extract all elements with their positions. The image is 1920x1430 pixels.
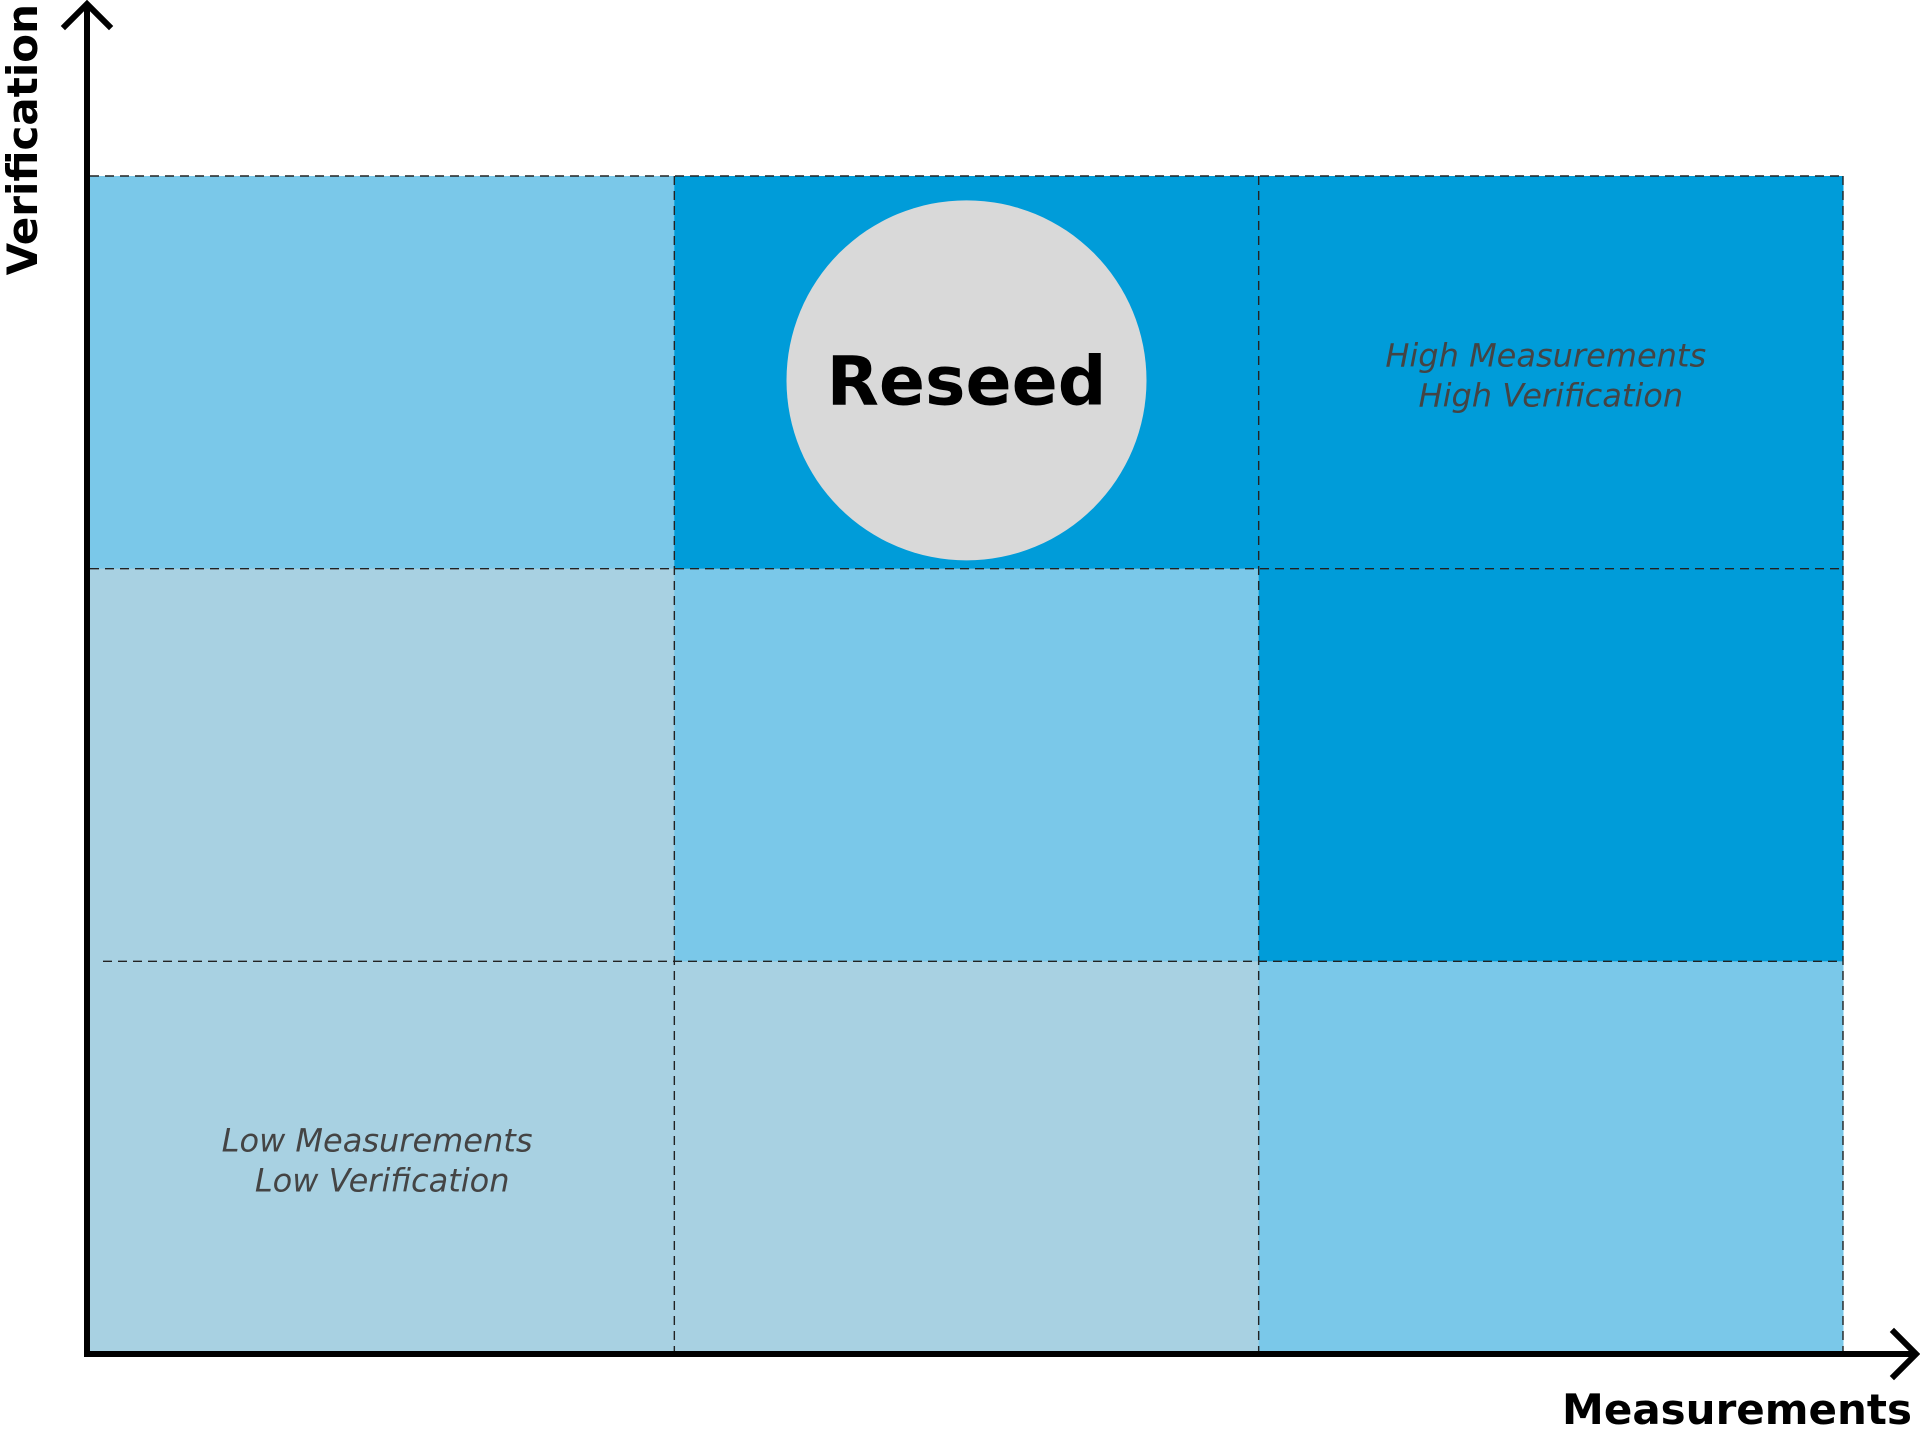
y-axis-title: Verification <box>0 4 47 275</box>
high-annotation: High Measurements High Verification <box>1385 336 1716 414</box>
reseed-bubble-circle <box>786 200 1147 561</box>
grid-cell-r1-c2 <box>1258 568 1844 962</box>
grid-cells <box>90 176 1844 1355</box>
grid-dashed-lines <box>90 175 1844 1354</box>
grid-cell-r2-c0 <box>90 961 675 1355</box>
reseed-bubble-label: Reseed <box>827 342 1107 421</box>
high-annotation-line-2: High Verification <box>1419 376 1684 414</box>
low-annotation: Low Measurements Low Verification <box>222 1122 543 1200</box>
low-annotation-line-2: Low Verification <box>255 1162 510 1200</box>
grid-cell-r1-c1 <box>674 568 1260 962</box>
axes <box>60 0 1920 1381</box>
grid-cell-r1-c0 <box>90 568 675 962</box>
low-annotation-line-1: Low Measurements <box>222 1122 533 1160</box>
grid-cell-r0-c2 <box>1258 176 1844 570</box>
grid-cell-r2-c2 <box>1258 961 1844 1355</box>
x-axis-arrowhead <box>1889 1327 1920 1381</box>
grid-cell-r2-c1 <box>674 961 1260 1355</box>
x-axis-title: Measurements <box>1562 1385 1912 1425</box>
reseed-bubble: Reseed <box>786 200 1147 561</box>
y-axis-arrowhead <box>60 0 114 31</box>
grid-cell-r0-c0 <box>90 176 675 570</box>
cell-annotations: High Measurements High Verification Low … <box>222 336 1716 1200</box>
high-annotation-line-1: High Measurements <box>1385 336 1706 374</box>
